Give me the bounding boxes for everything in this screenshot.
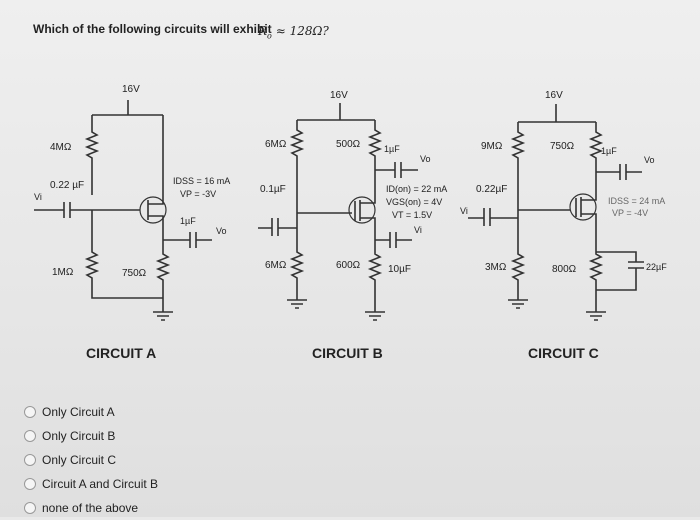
circuit-b-supply-rail <box>297 103 375 121</box>
circuit-b-r-source <box>367 250 383 312</box>
ro-value: ≈ 128Ω? <box>275 24 329 38</box>
circuit-b-r-drain-label: 500Ω <box>336 139 361 150</box>
circuit-c: 16V 9MΩ 750Ω 1µF Vo 0.22µF Vi IDSS = 24 … <box>460 90 667 361</box>
circuit-a-r-bottom-label: 1MΩ <box>52 267 74 278</box>
option-label: Circuit A and Circuit B <box>42 477 159 491</box>
option-none-of-the-above[interactable]: none of the above <box>24 496 158 520</box>
circuit-b-id-on: ID(on) = 22 mA <box>386 184 447 194</box>
circuit-b-mosfet-leads <box>354 195 376 250</box>
circuit-b-vi-label: Vi <box>414 225 422 235</box>
circuit-c-cin-label: 0.22µF <box>476 184 507 195</box>
circuit-diagrams: 16V 4MΩ 0.22 µF Vi IDSS = 16 mA VP = -3V… <box>34 84 667 361</box>
circuit-b-csource <box>375 232 412 248</box>
circuit-c-ground-icon <box>586 311 606 321</box>
circuit-c-r-source <box>588 252 604 312</box>
circuit-b: 16V 6MΩ 500Ω 1µF Vo 0.1µF ID(on) = 22 mA… <box>258 90 447 361</box>
circuit-b-mosfet <box>348 196 376 224</box>
circuit-b-r-source-label: 600Ω <box>336 260 361 271</box>
radio-button[interactable] <box>24 478 36 490</box>
circuit-b-cout <box>375 162 418 178</box>
circuit-c-r-top-left <box>510 122 526 240</box>
circuit-a-supply-rail <box>92 100 163 116</box>
circuit-b-cin-label: 0.1µF <box>260 184 286 195</box>
circuit-b-r-top-left-label: 6MΩ <box>265 139 287 150</box>
circuit-c-r-bottom-left-label: 3MΩ <box>485 262 507 273</box>
option-only-circuit-b[interactable]: Only Circuit B <box>24 424 158 448</box>
circuit-c-r-source-label: 800Ω <box>552 264 577 275</box>
ro-symbol: R <box>258 24 268 38</box>
circuit-c-supply: 16V <box>545 90 563 101</box>
radio-button[interactable] <box>24 502 36 514</box>
circuit-b-title: CIRCUIT B <box>312 345 383 361</box>
circuit-b-vgs-on: VGS(on) = 4V <box>386 197 442 207</box>
circuit-a-jfet <box>139 196 167 224</box>
option-label: Only Circuit C <box>42 453 117 467</box>
circuit-b-r-bottom-left <box>289 228 305 300</box>
circuit-a-r-top-label: 4MΩ <box>50 142 72 153</box>
circuit-b-r-drain <box>367 120 383 195</box>
circuit-a-cout-label: 1µF <box>180 216 196 226</box>
circuit-b-ground-left-icon <box>287 299 307 309</box>
circuit-b-cout-label: 1µF <box>384 144 400 154</box>
circuit-a-cin-label: 0.22 µF <box>50 180 84 191</box>
circuit-b-vo-label: Vo <box>420 154 431 164</box>
circuit-a-r-source <box>155 240 171 312</box>
ro-expression: Ro ≈ 128Ω? <box>258 24 329 40</box>
ro-subscript: o <box>267 31 272 41</box>
option-only-circuit-a[interactable]: Only Circuit A <box>24 400 158 424</box>
circuit-a-r-top <box>84 115 100 195</box>
circuit-b-r-top-left <box>289 120 305 228</box>
circuit-c-r-drain-label: 750Ω <box>550 141 575 152</box>
circuit-a-title: CIRCUIT A <box>86 345 156 361</box>
circuit-c-r-top-left-label: 9MΩ <box>481 141 503 152</box>
radio-button[interactable] <box>24 454 36 466</box>
circuit-a: 16V 4MΩ 0.22 µF Vi IDSS = 16 mA VP = -3V… <box>34 84 230 361</box>
circuit-a-jfet-leads <box>147 193 164 240</box>
circuit-c-title: CIRCUIT C <box>528 345 599 361</box>
circuit-c-vo-label: Vo <box>644 155 655 165</box>
circuit-b-r-bottom-left-label: 6MΩ <box>265 260 287 271</box>
circuit-c-mosfet <box>569 193 597 221</box>
option-label: none of the above <box>42 501 139 515</box>
circuit-c-csource <box>596 251 644 291</box>
circuit-a-idss: IDSS = 16 mA <box>173 176 230 186</box>
circuit-a-cin <box>34 202 140 218</box>
option-label: Only Circuit A <box>42 405 115 419</box>
radio-button[interactable] <box>24 406 36 418</box>
circuit-a-r-bottom <box>84 210 163 299</box>
circuit-a-cout <box>163 232 212 248</box>
circuit-b-csource-label: 10µF <box>388 264 411 275</box>
circuit-a-supply: 16V <box>122 84 140 95</box>
circuit-c-r-drain <box>588 122 604 198</box>
option-label: Only Circuit B <box>42 429 116 443</box>
circuit-b-vt: VT = 1.5V <box>392 210 432 220</box>
option-circuit-a-and-b[interactable]: Circuit A and Circuit B <box>24 472 158 496</box>
circuit-b-ground-icon <box>365 311 385 321</box>
circuit-a-ground-icon <box>153 311 173 321</box>
circuit-c-supply-rail <box>518 104 596 123</box>
circuit-a-vi-label: Vi <box>34 192 42 202</box>
question-text: Which of the following circuits will exh… <box>33 22 272 36</box>
circuit-c-cin <box>468 208 518 226</box>
radio-button[interactable] <box>24 430 36 442</box>
option-only-circuit-c[interactable]: Only Circuit C <box>24 448 158 472</box>
circuit-c-ground-left-icon <box>508 299 528 309</box>
circuit-c-csource-label: 22µF <box>646 262 667 272</box>
circuit-c-idss: IDSS = 24 mA <box>608 196 665 206</box>
circuit-c-vp: VP = -4V <box>612 208 648 218</box>
circuit-a-vp: VP = -3V <box>180 189 216 199</box>
circuit-c-vi-label: Vi <box>460 206 468 216</box>
circuit-c-cout <box>596 164 642 180</box>
circuit-c-cout-label: 1µF <box>601 146 617 156</box>
circuit-b-cin <box>258 218 297 236</box>
circuit-a-r-source-label: 750Ω <box>122 268 147 279</box>
circuit-c-r-bottom-left <box>510 240 526 300</box>
circuit-c-mosfet-leads <box>575 197 597 252</box>
circuit-a-vo-label: Vo <box>216 226 227 236</box>
circuit-b-supply: 16V <box>330 90 348 101</box>
answer-options: Only Circuit A Only Circuit B Only Circu… <box>24 400 158 520</box>
